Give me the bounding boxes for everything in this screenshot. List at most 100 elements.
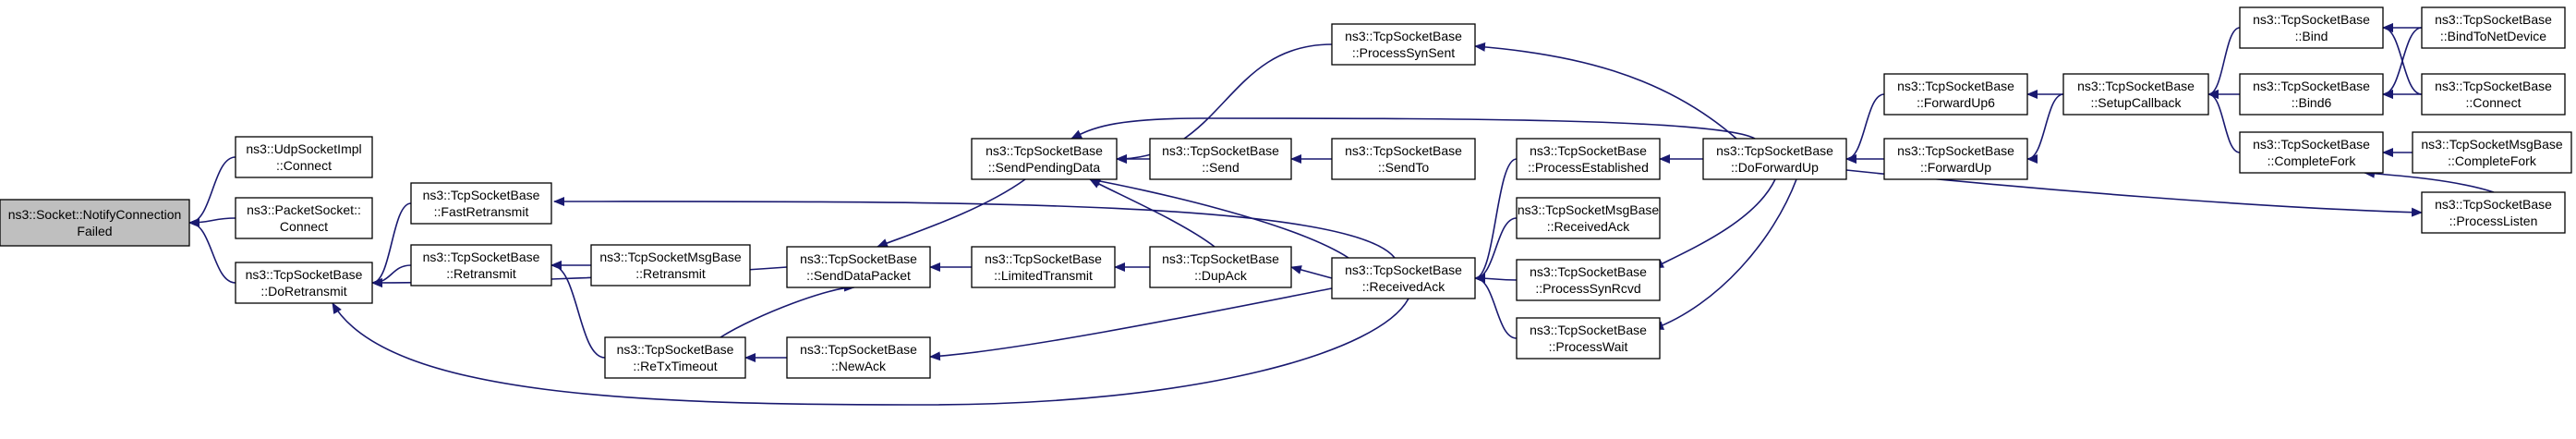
node-bind[interactable]: ns3::TcpSocketBase::Bind [2239, 6, 2384, 49]
node-label-line: ns3::TcpSocketBase [2253, 79, 2370, 93]
node-send[interactable]: ns3::TcpSocketBase::Send [1149, 138, 1292, 180]
node-processEst[interactable]: ns3::TcpSocketBase::ProcessEstablished [1516, 138, 1661, 180]
node-box [604, 336, 746, 379]
node-receivedAck[interactable]: ns3::TcpSocketBase::ReceivedAck [1331, 257, 1476, 299]
node-box [1516, 259, 1661, 301]
node-label-line: ::ReceivedAck [1547, 219, 1630, 234]
node-udpConnect[interactable]: ns3::UdpSocketImpl::Connect [235, 136, 373, 178]
node-label-line: ::Retransmit [446, 266, 516, 281]
node-msgRetransmit[interactable]: ns3::TcpSocketMsgBase::Retransmit [590, 244, 751, 287]
node-label-line: ::NewAck [831, 359, 887, 373]
node-label-line: ns3::TcpSocketBase [617, 342, 734, 357]
node-limitedTx[interactable]: ns3::TcpSocketBase::LimitedTransmit [971, 246, 1116, 288]
node-label-line: ::DoForwardUp [1731, 160, 1819, 175]
node-processSynRcvd[interactable]: ns3::TcpSocketBase::ProcessSynRcvd [1516, 259, 1661, 301]
edge-doForwardUp-to-processWait [1652, 178, 1797, 330]
node-box [1516, 138, 1661, 180]
node-label-line: ns3::TcpSocketBase [1897, 143, 2014, 158]
node-box [1702, 138, 1847, 180]
node-label-line: ::ReceivedAck [1362, 279, 1445, 294]
node-pktConnect[interactable]: ns3::PacketSocket::Connect [235, 197, 373, 239]
node-label-line: ::Connect [276, 158, 332, 173]
node-label-line: ns3::TcpSocketBase [2435, 12, 2552, 27]
node-label-line: ns3::TcpSocketBase [1345, 262, 1462, 277]
node-box [1883, 138, 2028, 180]
node-label-line: ::Connect [2466, 95, 2522, 110]
node-setupCallback[interactable]: ns3::TcpSocketBase::SetupCallback [2062, 73, 2209, 116]
node-box [2421, 6, 2566, 49]
node-bindToNetDev[interactable]: ns3::TcpSocketBase::BindToNetDevice [2421, 6, 2566, 49]
node-label-line: ns3::TcpSocketBase [800, 342, 917, 357]
node-label-line: ns3::TcpSocketMsgBase [2421, 137, 2563, 152]
edge-doRetransmit-to-notify [188, 218, 236, 284]
node-msgCompleteFork[interactable]: ns3::TcpSocketMsgBase::CompleteFork [2412, 131, 2572, 174]
edge-receivedAck-to-dupAck [1290, 265, 1333, 279]
node-label-line: ::CompleteFork [2448, 153, 2537, 168]
node-forwardUp[interactable]: ns3::TcpSocketBase::ForwardUp [1883, 138, 2028, 180]
node-label-line: ns3::TcpSocketBase [1345, 143, 1462, 158]
node-box [1516, 317, 1661, 360]
edge-receivedAck-to-doRetransmit [332, 298, 1409, 406]
node-box [1883, 73, 2028, 116]
node-processWait[interactable]: ns3::TcpSocketBase::ProcessWait [1516, 317, 1661, 360]
node-fastRetransmit[interactable]: ns3::TcpSocketBase::FastRetransmit [410, 182, 552, 225]
node-box [235, 136, 373, 178]
node-msgReceivedAck[interactable]: ns3::TcpSocketMsgBase::ReceivedAck [1516, 197, 1661, 239]
node-box [786, 336, 931, 379]
node-forwardUp6[interactable]: ns3::TcpSocketBase::ForwardUp6 [1883, 73, 2028, 116]
edge-reTxTimeout-to-sendDataPacket [720, 282, 855, 338]
edge-doForwardUp-to-sendPending [1070, 117, 1756, 140]
node-box [235, 262, 373, 304]
node-label-line: ns3::TcpSocketBase [1716, 143, 1833, 158]
node-label-line: Connect [280, 219, 328, 234]
node-sendDataPacket[interactable]: ns3::TcpSocketBase::SendDataPacket [786, 246, 931, 288]
node-box [410, 244, 552, 287]
node-label-line: ::Send [1202, 160, 1239, 175]
node-box [1331, 257, 1476, 299]
node-box [2421, 73, 2566, 116]
edge-processListen-to-completeFork [2364, 168, 2495, 193]
node-label-line: ns3::TcpSocketBase [423, 188, 540, 202]
edge-bindToNetDev-to-bind6 [2382, 27, 2423, 99]
node-label-line: ::Bind6 [2292, 95, 2332, 110]
node-box [1331, 23, 1476, 66]
node-doRetransmit[interactable]: ns3::TcpSocketBase::DoRetransmit [235, 262, 373, 304]
node-box [2239, 131, 2384, 174]
edge-udpConnect-to-notify [188, 156, 236, 227]
node-dupAck[interactable]: ns3::TcpSocketBase::DupAck [1149, 246, 1292, 288]
node-box [1331, 138, 1476, 180]
edge-doForwardUp-to-processSynRcvd [1652, 178, 1776, 269]
edge-forwardUp6-to-doForwardUp [1845, 93, 1885, 164]
edge-receivedAck-to-sendPending [1089, 177, 1349, 259]
node-sendTo[interactable]: ns3::TcpSocketBase::SendTo [1331, 138, 1476, 180]
node-completeFork[interactable]: ns3::TcpSocketBase::CompleteFork [2239, 131, 2384, 174]
node-box [971, 138, 1118, 180]
node-label-line: ns3::TcpSocketBase [1162, 251, 1279, 266]
node-doForwardUp[interactable]: ns3::TcpSocketBase::DoForwardUp [1702, 138, 1847, 180]
node-label-line: ::ProcessEstablished [1528, 160, 1649, 175]
node-sendPending[interactable]: ns3::TcpSocketBase::SendPendingData [971, 138, 1118, 180]
node-box [1149, 138, 1292, 180]
node-reTxTimeout[interactable]: ns3::TcpSocketBase::ReTxTimeout [604, 336, 746, 379]
node-processSynSent[interactable]: ns3::TcpSocketBase::ProcessSynSent [1331, 23, 1476, 66]
node-newAck[interactable]: ns3::TcpSocketBase::NewAck [786, 336, 931, 379]
node-box [2412, 131, 2572, 174]
edge-completeFork-to-setupCallback [2207, 90, 2241, 153]
node-retransmit[interactable]: ns3::TcpSocketBase::Retransmit [410, 244, 552, 287]
node-label-line: ::ProcessListen [2449, 213, 2538, 228]
node-box [786, 246, 931, 288]
node-bind6[interactable]: ns3::TcpSocketBase::Bind6 [2239, 73, 2384, 116]
node-label-line: ::SendTo [1378, 160, 1429, 175]
node-label-line: ns3::TcpSocketBase [1530, 264, 1647, 279]
node-label-line: ::ForwardUp [1920, 160, 1991, 175]
node-box [2421, 191, 2566, 234]
node-box [971, 246, 1116, 288]
node-connect[interactable]: ns3::TcpSocketBase::Connect [2421, 73, 2566, 116]
node-label-line: ns3::TcpSocketBase [2253, 12, 2370, 27]
edge-bind-to-setupCallback [2207, 27, 2241, 99]
node-label-line: ::ProcessWait [1549, 339, 1628, 354]
node-processListen[interactable]: ns3::TcpSocketBase::ProcessListen [2421, 191, 2566, 234]
node-box [1149, 246, 1292, 288]
node-label-line: ::ProcessSynSent [1352, 45, 1455, 60]
